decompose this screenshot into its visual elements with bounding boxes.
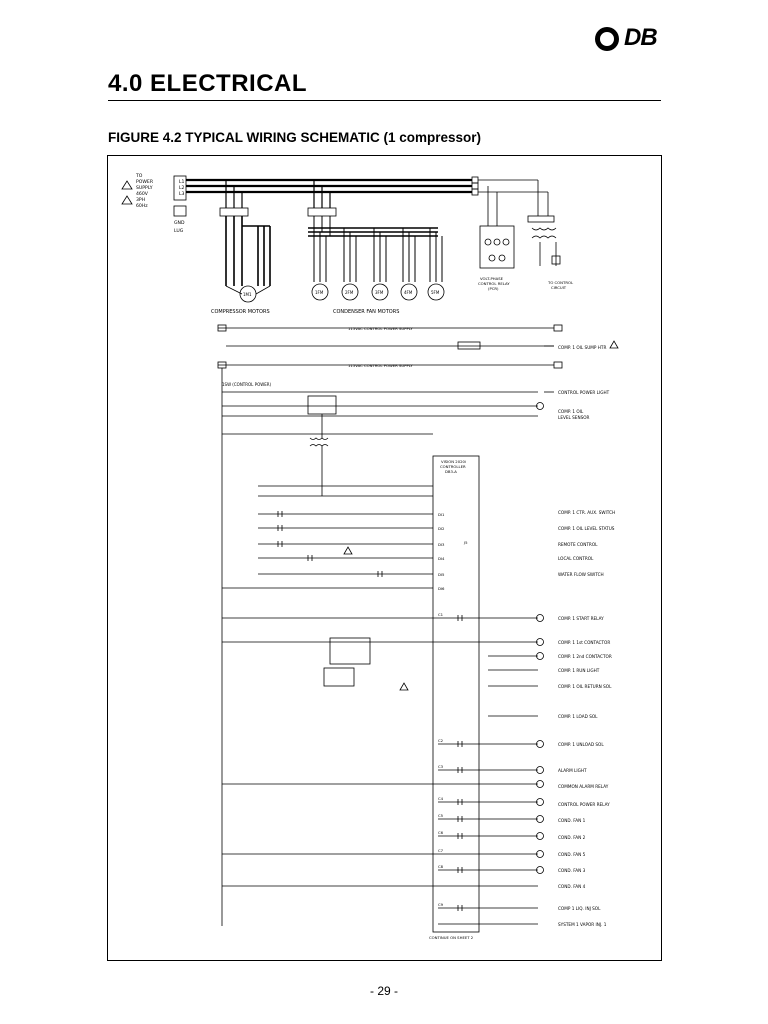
schematic-label: LEVEL SENSOR bbox=[558, 415, 590, 420]
controller-module bbox=[432, 455, 480, 933]
motor-label: 3FM bbox=[375, 290, 384, 295]
power-label: SUPPLY bbox=[136, 185, 153, 191]
input-tag: DI5 bbox=[438, 572, 445, 577]
schematic-label: COND. FAN 4 bbox=[558, 884, 586, 889]
schematic-label: CONTROL POWER LIGHT bbox=[558, 390, 610, 395]
input-tag: DI6 bbox=[438, 586, 445, 591]
phase-monitor bbox=[479, 225, 515, 269]
title-rule bbox=[108, 100, 661, 101]
motor-label: 1M1 bbox=[243, 292, 252, 297]
input-tag: DI3 bbox=[438, 542, 445, 547]
output-tag: C7 bbox=[438, 848, 444, 853]
company-logo: DB bbox=[592, 22, 672, 58]
line-label: L1 bbox=[179, 179, 185, 185]
page-number: - 29 - bbox=[369, 984, 398, 998]
output-tag: C1 bbox=[438, 612, 444, 617]
schematic-label: COMP 1 LIQ. INJ SOL bbox=[558, 906, 601, 911]
power-label: POWER bbox=[136, 179, 154, 185]
schematic-label: REMOTE CONTROL bbox=[558, 542, 598, 547]
power-label: 460V bbox=[136, 191, 149, 197]
motor-label: 5FM bbox=[431, 290, 440, 295]
line-label: L3 bbox=[179, 191, 185, 197]
output-tag: C5 bbox=[438, 813, 444, 818]
logo-swirl-icon bbox=[595, 27, 619, 51]
schematic-label: COND. FAN 2 bbox=[558, 835, 586, 840]
condenser-motors-label: CONDENSER FAN MOTORS bbox=[333, 309, 399, 315]
condenser-fan-motor-icon bbox=[311, 283, 445, 301]
schematic-label: COMP. 1 START RELAY bbox=[558, 616, 604, 621]
supply-label: 115VAC CONTROL POWER SUPPLY bbox=[348, 363, 413, 368]
schematic-label: LOCAL CONTROL bbox=[558, 556, 594, 561]
schematic-label: WATER FLOW SWITCH bbox=[558, 572, 604, 577]
output-tag: C9 bbox=[438, 902, 444, 907]
schematic-label: COND. FAN 1 bbox=[558, 818, 586, 823]
schematic-label: COMP. 1 CTR. AUX. SWITCH bbox=[558, 510, 615, 515]
panel-label: J5 bbox=[463, 540, 468, 545]
power-label: 3PH bbox=[136, 197, 145, 203]
schematic-label: COMP. 1 RUN LIGHT bbox=[558, 668, 600, 673]
monitor-label: CONTROL RELAY bbox=[478, 281, 510, 286]
schematic-label: ALARM LIGHT bbox=[558, 768, 587, 773]
schematic-label: COND. FAN 3 bbox=[558, 868, 586, 873]
logo-text: DB bbox=[624, 24, 658, 51]
schematic-label: COMP. 1 OIL SUMP HTR bbox=[558, 345, 606, 350]
switch-label: 1SW (CONTROL POWER) bbox=[222, 382, 271, 387]
control-circuit-label: TO CONTROL bbox=[547, 280, 574, 285]
schematic-label: COMP. 1 2nd CONTACTOR bbox=[558, 654, 612, 659]
controller-label: CONTROLLER bbox=[440, 464, 466, 469]
lug-label: LUG bbox=[174, 228, 184, 234]
control-circuit-label: CIRCUIT bbox=[551, 285, 567, 290]
schematic-label: COMP. 1 UNLOAD SOL bbox=[558, 742, 604, 747]
motor-label: 1FM bbox=[315, 290, 324, 295]
motor-label: 4FM bbox=[404, 290, 413, 295]
output-tag: C3 bbox=[438, 764, 444, 769]
schematic-label: COMP. 1 OIL RETURN SOL bbox=[558, 684, 612, 689]
input-tag: DI1 bbox=[438, 512, 445, 517]
compressor-motors-label: COMPRESSOR MOTORS bbox=[211, 309, 270, 315]
power-label: 60Hz bbox=[136, 203, 148, 209]
output-tag: C8 bbox=[438, 864, 444, 869]
schematic-label: CONTROL POWER RELAY bbox=[558, 802, 610, 807]
warning-triangle-icon bbox=[121, 180, 133, 205]
section-title: 4.0 ELECTRICAL bbox=[108, 70, 308, 97]
monitor-label: VOLT-PHASE bbox=[480, 276, 504, 281]
schematic-drawing: TO POWER SUPPLY 460V 3PH 60Hz GND LUG L1… bbox=[121, 173, 619, 940]
gnd-label: GND bbox=[174, 220, 185, 226]
input-tag: DI2 bbox=[438, 526, 445, 531]
input-tag: DI4 bbox=[438, 556, 445, 561]
wiring-schematic: TO POWER SUPPLY 460V 3PH 60Hz GND LUG L1… bbox=[107, 155, 662, 961]
schematic-label: COMP. 1 OIL bbox=[558, 409, 584, 414]
controller-label: DB3-A bbox=[445, 469, 457, 474]
continue-label: CONTINUE ON SHEET 2 bbox=[429, 935, 474, 940]
schematic-label: COMP. 1 LOAD SOL bbox=[558, 714, 598, 719]
output-tag: C6 bbox=[438, 830, 444, 835]
power-label: TO bbox=[135, 173, 143, 179]
controller-label: VISION 2020i bbox=[441, 459, 466, 464]
coil-icon bbox=[536, 402, 544, 874]
output-tag: C4 bbox=[438, 796, 444, 801]
motor-label: 2FM bbox=[345, 290, 354, 295]
supply-label: 115VAC CONTROL POWER SUPPLY bbox=[348, 326, 413, 331]
schematic-label: COND. FAN 5 bbox=[558, 852, 586, 857]
output-tag: C2 bbox=[438, 738, 444, 743]
schematic-label: COMP. 1 OIL LEVEL STATUS bbox=[558, 526, 615, 531]
warning-triangle-icon bbox=[343, 340, 619, 691]
schematic-label: COMMON ALARM RELAY bbox=[558, 784, 609, 789]
schematic-label: COMP. 1 1st CONTACTOR bbox=[558, 640, 610, 645]
figure-title: FIGURE 4.2 TYPICAL WIRING SCHEMATIC (1 c… bbox=[108, 130, 482, 145]
schematic-label: SYSTEM 1 VAPOR INJ. 1 bbox=[558, 922, 607, 927]
monitor-label: (PCR) bbox=[488, 286, 499, 291]
line-label: L2 bbox=[179, 185, 185, 191]
